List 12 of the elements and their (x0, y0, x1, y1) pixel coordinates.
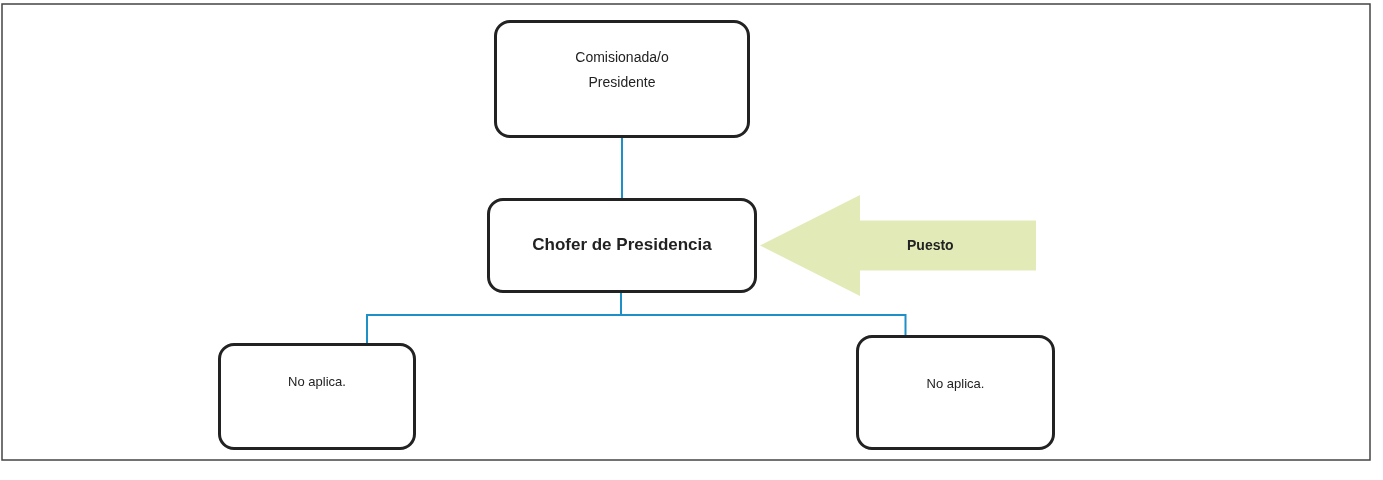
org-box (494, 20, 750, 138)
block-arrow (760, 195, 1036, 296)
edge-label: Puesto (907, 236, 954, 253)
org-box (487, 198, 757, 293)
connector-line (620, 292, 907, 336)
position-title: Chofer de Presidencia (532, 234, 712, 257)
org-box (856, 335, 1055, 450)
position-title: No aplica. (288, 374, 346, 391)
connector-line (621, 137, 623, 199)
position-title: No aplica. (926, 376, 985, 393)
position-title: Comisionada/o Presidente (574, 48, 670, 93)
org-box (218, 343, 416, 450)
